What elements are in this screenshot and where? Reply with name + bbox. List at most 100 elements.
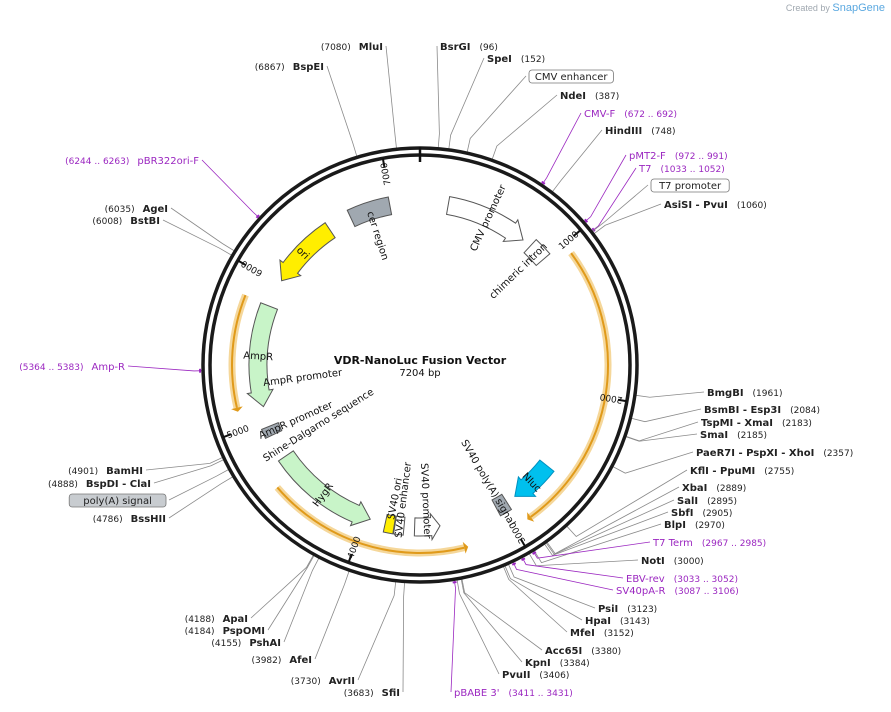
leader-sv40pa-r — [512, 561, 614, 591]
site-acc65i[interactable]: Acc65I(3380) — [545, 646, 621, 657]
site-spei[interactable]: SpeI(152) — [487, 54, 545, 65]
feature-cer-region[interactable] — [346, 196, 393, 228]
site-asisi-pvui[interactable]: AsiSI - PvuI(1060) — [664, 200, 767, 211]
site-label: NotI(3000) — [641, 556, 704, 567]
site-name: SV40pA-R — [616, 586, 665, 597]
site-bamhi[interactable]: (4901)BamHI — [68, 466, 143, 477]
site-label: (4188)ApaI — [185, 614, 248, 625]
site-kfli[interactable]: KflI - PpuMI(2755) — [690, 466, 794, 477]
feature-box-cmv-enhancer — [528, 69, 614, 84]
site-kpni[interactable]: KpnI(3384) — [525, 658, 590, 669]
feature-ampr[interactable] — [246, 302, 279, 408]
site-amp-r[interactable]: (5364 .. 5383)Amp-R — [19, 362, 125, 373]
site-sali[interactable]: SalI(2895) — [677, 496, 737, 507]
site-bspdi-clai[interactable]: (4888)BspDI - ClaI — [48, 479, 151, 490]
site-bsmbi-esp3i[interactable]: BsmBI - Esp3I(2084) — [704, 405, 820, 416]
site-name: NotI — [641, 556, 665, 567]
site-polya-signal[interactable]: poly(A) signal — [68, 493, 167, 508]
site-ebv-rev[interactable]: EBV-rev(3033 .. 3052) — [626, 574, 738, 585]
site-pvuii[interactable]: PvuII(3406) — [502, 670, 569, 681]
feature-sv40-enhancer[interactable] — [392, 515, 406, 536]
feature-hygr[interactable] — [277, 450, 371, 527]
site-t7-term[interactable]: T7 Term(2967 .. 2985) — [652, 538, 766, 549]
site-sv40pa-r[interactable]: SV40pA-R(3087 .. 3106) — [616, 586, 739, 597]
site-pbr322ori-f[interactable]: (6244 .. 6263)pBR322ori-F — [65, 156, 199, 167]
leader-sali — [545, 499, 675, 555]
site-label: (4155)PshAI — [211, 638, 281, 649]
site-sbfi[interactable]: SbfI(2905) — [671, 508, 732, 519]
site-mfei[interactable]: MfeI(3152) — [570, 628, 634, 639]
leader-mlui — [385, 45, 397, 150]
site-t7-promoter[interactable]: T7 promoter — [650, 178, 730, 193]
site-sfii[interactable]: (3683)SfiI — [344, 688, 400, 699]
site-psii[interactable]: PsiI(3123) — [598, 604, 657, 615]
site-label: EBV-rev(3033 .. 3052) — [626, 574, 738, 585]
site-name: BamHI — [106, 466, 143, 477]
site-agei[interactable]: (6035)AgeI — [105, 204, 168, 215]
site-name: AfeI — [289, 655, 312, 666]
leader-pbabe3 — [450, 579, 456, 693]
site-bspei[interactable]: (6867) BspEI — [255, 62, 324, 73]
feature-chimeric-intron[interactable] — [523, 238, 551, 267]
leader-afei — [314, 570, 350, 660]
leader-avrii — [357, 580, 397, 681]
site-ndei[interactable]: NdeI(387) — [560, 91, 619, 102]
site-label: XbaI(2889) — [682, 483, 746, 494]
site-pmt2-f[interactable]: pMT2-F(972 .. 991) — [629, 151, 728, 162]
site-xbai[interactable]: XbaI(2889) — [682, 483, 746, 494]
site-name: TspMI - XmaI — [701, 418, 773, 429]
site-label: (3982) AfeI — [251, 655, 312, 666]
site-position: (3143) — [620, 617, 650, 627]
feature-sv40-promoter[interactable] — [413, 512, 441, 542]
site-name: MluI — [359, 42, 383, 53]
feature-ampr-promoter[interactable] — [260, 422, 283, 439]
feature-box-t7-promoter — [650, 178, 730, 193]
site-t7[interactable]: T7(1033 .. 1052) — [638, 164, 725, 175]
site-position: (2889) — [716, 484, 746, 494]
site-bstbi[interactable]: (6008)BstBI — [92, 216, 160, 227]
site-mlui[interactable]: (7080)MluI — [321, 42, 383, 53]
leader-noti — [528, 552, 639, 567]
feature-sv40-polya-signal[interactable] — [491, 493, 513, 517]
site-tspmi-xmai[interactable]: TspMI - XmaI(2183) — [701, 418, 812, 429]
site-cmv-f[interactable]: CMV-F(672 .. 692) — [584, 109, 677, 120]
site-label: SpeI(152) — [487, 54, 545, 65]
feature-cmv-promoter[interactable] — [445, 196, 524, 243]
leader-hpai — [504, 564, 583, 621]
site-bsrgi[interactable]: BsrGI(96) — [440, 42, 498, 53]
site-bmgbi[interactable]: BmgBI(1961) — [707, 388, 782, 399]
site-position: (2905) — [702, 509, 732, 519]
orf-layer — [228, 251, 612, 557]
site-paer7i[interactable]: PaeR7I - PspXI - XhoI(2357) — [696, 448, 853, 459]
site-position: (2970) — [695, 521, 725, 531]
site-pshai[interactable]: (4155)PshAI — [211, 638, 281, 649]
brand-name: SnapGene — [832, 2, 885, 14]
site-bsshii[interactable]: (4786)BssHII — [93, 514, 166, 525]
site-label: AsiSI - PvuI(1060) — [664, 200, 767, 211]
feature-ori[interactable] — [279, 222, 336, 282]
site-blpi[interactable]: BlpI(2970) — [664, 520, 725, 531]
site-position: (3982) — [251, 656, 281, 666]
site-pbabe3[interactable]: pBABE 3'(3411 .. 3431) — [454, 688, 573, 699]
site-afei[interactable]: (3982) AfeI — [251, 655, 312, 666]
site-name: BsrGI — [440, 42, 470, 53]
site-hindiii[interactable]: HindIII(748) — [605, 126, 675, 137]
site-smai[interactable]: SmaI(2185) — [700, 430, 767, 441]
feature-sv40-ori[interactable] — [382, 513, 397, 535]
feature-nluc[interactable] — [514, 459, 555, 497]
site-apai[interactable]: (4188)ApaI — [185, 614, 248, 625]
site-name: PsiI — [598, 604, 618, 615]
leader-asisi-pvui — [592, 203, 662, 235]
site-hpai[interactable]: HpaI(3143) — [585, 616, 650, 627]
site-label: BsrGI(96) — [440, 42, 498, 53]
orf-arrowhead — [462, 541, 469, 554]
site-name: BspEI — [293, 62, 324, 73]
site-position: (6867) — [255, 63, 285, 73]
site-cmv-enhancer[interactable]: CMV enhancer — [528, 69, 614, 84]
site-position: (3730) — [291, 677, 321, 687]
site-name: KpnI — [525, 658, 551, 669]
site-pspomi[interactable]: (4184)PspOMI — [185, 626, 265, 637]
site-avrii[interactable]: (3730)AvrII — [291, 676, 355, 687]
site-noti[interactable]: NotI(3000) — [641, 556, 704, 567]
ruler-tick — [573, 229, 582, 237]
